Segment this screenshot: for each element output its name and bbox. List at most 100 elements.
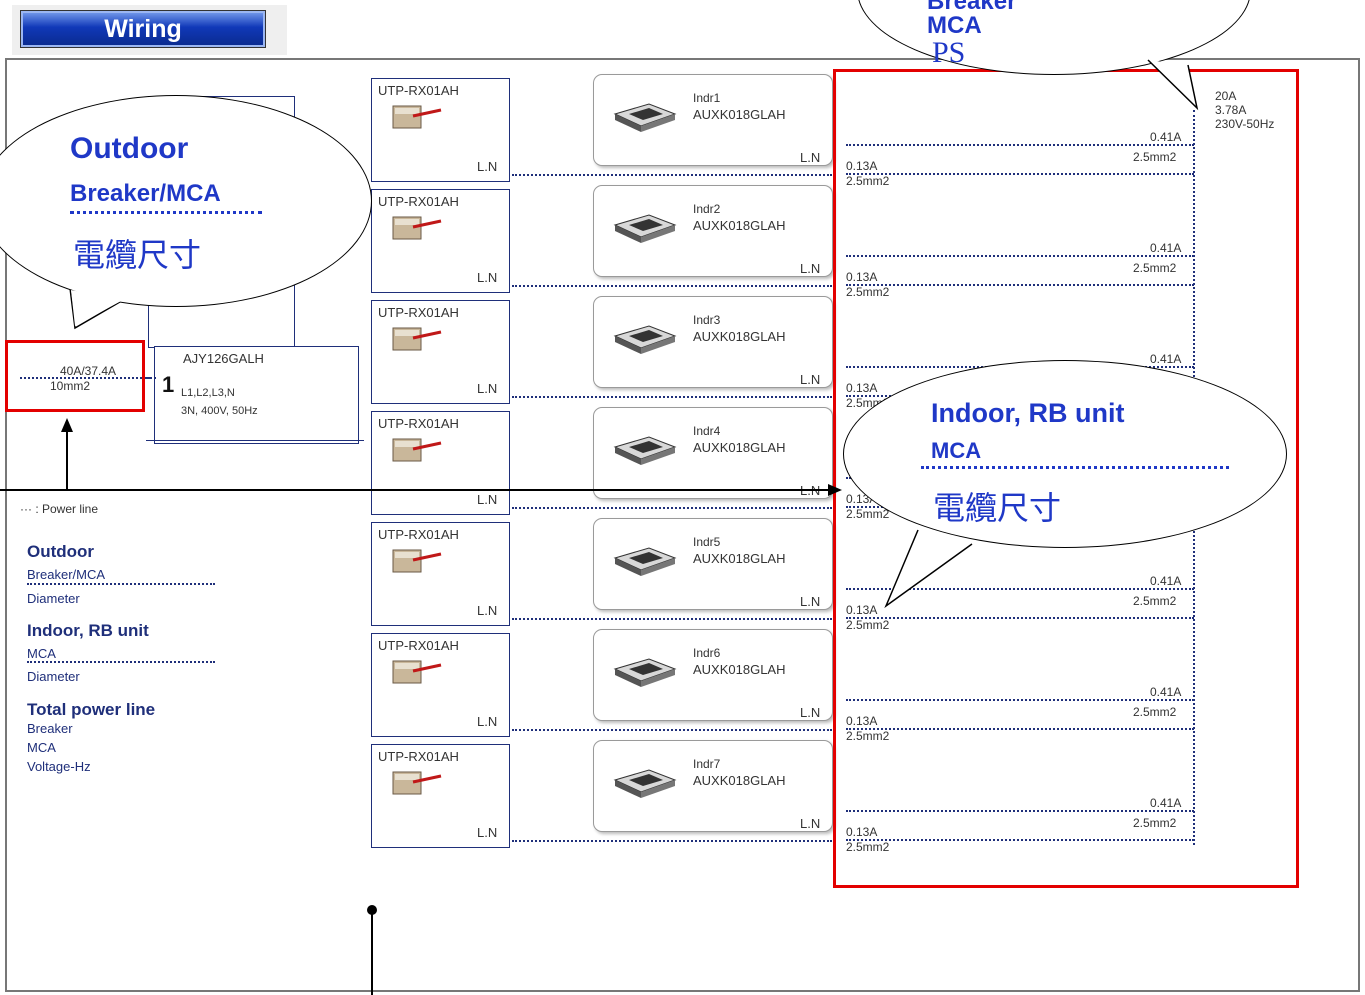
indoor-unit-name: Indr1 — [693, 91, 721, 105]
indoor-diameter: 2.5mm2 — [846, 507, 890, 521]
branch-terminal: L.N — [477, 270, 498, 285]
branch-kit-icon — [391, 211, 446, 241]
branch-kit-icon — [391, 100, 446, 130]
outdoor-power-line — [20, 377, 150, 379]
branch-label: UTP-RX01AH — [378, 416, 459, 431]
legend-outdoor-breaker: Breaker/MCA — [27, 567, 106, 582]
tab-wiring[interactable]: Wiring — [20, 10, 266, 48]
legend-indoor-mca: MCA — [27, 646, 56, 661]
indoor-power-line — [846, 728, 1194, 730]
branch-box[interactable] — [371, 78, 510, 182]
total-voltage: 230V-50Hz — [1215, 117, 1275, 131]
outdoor-unit-box[interactable] — [154, 346, 359, 444]
legend-outdoor-title: Outdoor — [27, 542, 95, 561]
outdoor-shadow-line — [146, 440, 364, 451]
cassette-unit-icon — [609, 766, 679, 800]
outdoor-model: AJY126GALH — [183, 351, 264, 366]
indoor-mca: 0.13A — [846, 714, 878, 728]
trunk-diameter: 2.5mm2 — [1133, 594, 1177, 608]
branch-box[interactable] — [371, 411, 510, 515]
indoor-callout-line3: 電纜尺寸 — [933, 489, 1062, 527]
legend-power-line: ··· : Power line — [20, 502, 99, 516]
legend-outdoor-diameter: Diameter — [27, 591, 80, 606]
trunk-current: 0.41A — [1150, 685, 1182, 699]
total-mca: 3.78A — [1215, 103, 1247, 117]
outdoor-breaker-mca: 40A/37.4A — [60, 364, 117, 378]
indoor-diameter: 2.5mm2 — [846, 729, 890, 743]
indoor-power-line — [846, 839, 1194, 841]
indoor-terminal: L.N — [800, 150, 821, 165]
trunk-current: 0.41A — [1150, 130, 1182, 144]
branch-indoor-line — [512, 507, 832, 509]
branch-terminal: L.N — [477, 381, 498, 396]
cassette-unit-icon — [609, 322, 679, 356]
branch-box[interactable] — [371, 744, 510, 848]
branch-kit-icon — [391, 544, 446, 574]
cassette-unit-icon — [609, 433, 679, 467]
indoor-callout-line2: MCA — [931, 438, 982, 463]
legend-indoor-line — [27, 661, 215, 663]
indoor-callout-line — [921, 466, 1229, 469]
outdoor-callout-line2: Breaker/MCA — [70, 180, 221, 207]
branch-indoor-line — [512, 396, 832, 398]
outdoor-terminals: L1,L2,L3,N — [181, 387, 235, 399]
branch-box[interactable] — [371, 633, 510, 737]
indoor-unit-name: Indr4 — [693, 424, 721, 438]
legend-outdoor-line — [27, 583, 215, 585]
indoor-power-line — [846, 173, 1194, 175]
legend-indoor-diameter: Diameter — [27, 669, 80, 684]
indoor-terminal: L.N — [800, 705, 821, 720]
total-callout-line1: Breaker — [927, 0, 1017, 15]
branch-terminal: L.N — [477, 825, 498, 840]
indoor-unit-name: Indr7 — [693, 757, 721, 771]
branch-box[interactable] — [371, 189, 510, 293]
legend-total-mca: MCA — [27, 740, 56, 755]
cassette-unit-icon — [609, 544, 679, 578]
legend-total-breaker: Breaker — [27, 721, 73, 736]
indoor-terminal: L.N — [800, 594, 821, 609]
total-breaker: 20A — [1215, 89, 1237, 103]
branch-indoor-line — [512, 840, 832, 842]
indoor-mca: 0.13A — [846, 270, 878, 284]
branch-indoor-line — [512, 729, 832, 731]
outdoor-power: 3N, 400V, 50Hz — [181, 405, 258, 417]
indoor-diameter: 2.5mm2 — [846, 618, 890, 632]
branch-label: UTP-RX01AH — [378, 527, 459, 542]
branch-terminal: L.N — [477, 159, 498, 174]
indoor-unit-model: AUXK018GLAH — [693, 662, 786, 677]
trunk-diameter: 2.5mm2 — [1133, 705, 1177, 719]
branch-terminal: L.N — [477, 714, 498, 729]
indoor-diameter: 2.5mm2 — [846, 285, 890, 299]
branch-label: UTP-RX01AH — [378, 749, 459, 764]
indoor-diameter: 2.5mm2 — [846, 840, 890, 854]
legend-total-title: Total power line — [27, 700, 156, 719]
indoor-terminal: L.N — [800, 372, 821, 387]
trunk-current: 0.41A — [1150, 352, 1182, 366]
branch-kit-icon — [391, 322, 446, 352]
indoor-unit-name: Indr6 — [693, 646, 721, 660]
indoor-unit-name: Indr5 — [693, 535, 721, 549]
indoor-power-line — [846, 617, 1194, 619]
branch-kit-icon — [391, 766, 446, 796]
trunk-line — [846, 255, 1194, 257]
branch-box[interactable] — [371, 522, 510, 626]
indoor-unit-model: AUXK018GLAH — [693, 218, 786, 233]
trunk-diameter: 2.5mm2 — [1133, 261, 1177, 275]
indoor-mca: 0.13A — [846, 381, 878, 395]
indoor-unit-model: AUXK018GLAH — [693, 773, 786, 788]
branch-box[interactable] — [371, 300, 510, 404]
cassette-unit-icon — [609, 100, 679, 134]
cassette-unit-icon — [609, 655, 679, 689]
outdoor-callout-title: Outdoor — [70, 132, 189, 165]
legend-indoor-title: Indoor, RB unit — [27, 621, 149, 640]
trunk-diameter: 2.5mm2 — [1133, 150, 1177, 164]
outdoor-diameter: 10mm2 — [50, 379, 91, 393]
branch-kit-icon — [391, 655, 446, 685]
cassette-unit-icon — [609, 211, 679, 245]
branch-terminal: L.N — [477, 492, 498, 507]
trunk-line — [846, 699, 1194, 701]
